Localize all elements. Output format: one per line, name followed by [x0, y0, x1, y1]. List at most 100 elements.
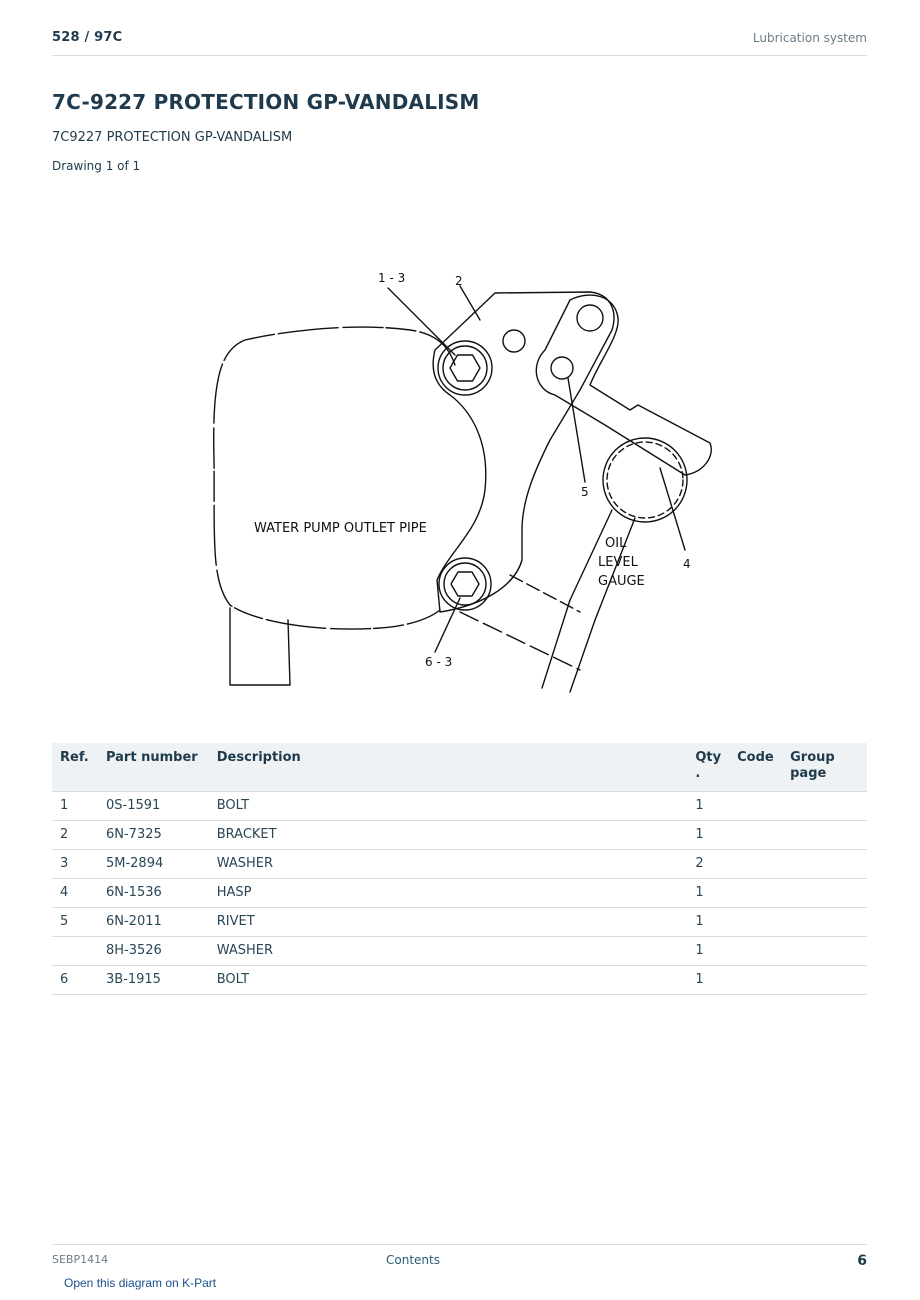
- page-subtitle: 7C9227 PROTECTION GP-VANDALISM: [52, 130, 293, 145]
- cell-description: BOLT: [208, 965, 688, 995]
- cell-group-page: [782, 936, 867, 966]
- cell-description: WASHER: [208, 849, 688, 879]
- cell-group-page: [782, 849, 867, 879]
- cell-part-number: 5M-2894: [97, 849, 209, 879]
- callout-6-label: 6 - 3: [425, 655, 452, 669]
- table-row: 1 0S-1591 BOLT 1: [52, 791, 867, 821]
- hasp-eye: [576, 304, 604, 332]
- hasp-outline: [535, 294, 712, 476]
- cell-ref: 4: [52, 878, 98, 908]
- top-bolt-washer: [442, 345, 488, 391]
- table-row: 2 6N-7325 BRACKET 1: [52, 820, 867, 850]
- cell-description: HASP: [208, 878, 688, 908]
- cell-qty: 1: [687, 907, 730, 937]
- cell-part-number: 0S-1591: [97, 791, 209, 821]
- cell-code: [729, 936, 783, 966]
- contents-link[interactable]: Contents: [386, 1253, 440, 1267]
- table-header-row: Ref. Part number Description Qty . Code …: [52, 743, 867, 792]
- bottom-bolt-washer: [443, 562, 487, 606]
- pipe-label: WATER PUMP OUTLET PIPE: [254, 521, 427, 536]
- callout-2-label: 2: [455, 274, 463, 288]
- callout-5-label: 5: [581, 485, 589, 499]
- mount-line-b: [459, 611, 581, 671]
- cell-qty: 1: [687, 936, 730, 966]
- drawing-count: Drawing 1 of 1: [52, 159, 141, 173]
- table-row: 8H-3526 WASHER 1: [52, 936, 867, 966]
- cell-qty: 2: [687, 849, 730, 879]
- section-name: Lubrication system: [752, 31, 867, 45]
- cell-ref: [52, 936, 98, 966]
- bracket-hole: [502, 329, 526, 353]
- cell-qty: 1: [687, 820, 730, 850]
- bottom-bolt-ring: [438, 557, 492, 611]
- rivet-head: [550, 356, 574, 380]
- document-id: SEBP1414: [52, 1253, 109, 1266]
- gauge-label-1: OIL: [605, 536, 627, 551]
- page-number: 6: [857, 1253, 867, 1269]
- pipe-outline: [213, 326, 456, 630]
- cell-code: [729, 965, 783, 995]
- page-title: 7C-9227 PROTECTION GP-VANDALISM: [52, 90, 480, 114]
- cell-part-number: 8H-3526: [97, 936, 209, 966]
- cell-description: WASHER: [208, 936, 688, 966]
- callout-4-label: 4: [683, 557, 691, 571]
- cell-group-page: [782, 820, 867, 850]
- bracket-outline: [432, 291, 615, 613]
- table-row: 4 6N-1536 HASP 1: [52, 878, 867, 908]
- cell-qty: 1: [687, 878, 730, 908]
- cell-qty: 1: [687, 965, 730, 995]
- pipe-stub: [229, 607, 291, 686]
- cell-part-number: 6N-1536: [97, 878, 209, 908]
- gauge-tube-lower: [541, 599, 596, 693]
- cell-ref: 2: [52, 820, 98, 850]
- kpart-link[interactable]: Open this diagram on K-Part: [64, 1276, 217, 1290]
- page-footer: SEBP1414 Contents 6: [52, 1244, 867, 1274]
- bottom-bolt-hex: [450, 571, 480, 597]
- cell-ref: 6: [52, 965, 98, 995]
- table-row: 5 6N-2011 RIVET 1: [52, 907, 867, 937]
- cell-code: [729, 907, 783, 937]
- cell-ref: 1: [52, 791, 98, 821]
- mount-line-a: [509, 574, 581, 613]
- cell-code: [729, 791, 783, 821]
- cell-group-page: [782, 907, 867, 937]
- diagram-drawing: 1 - 3 2 5 4 6 - 3 WATER PUMP OUTLET PIPE…: [213, 271, 712, 693]
- gauge-cap-inner: [606, 441, 684, 519]
- cell-qty: 1: [687, 791, 730, 821]
- cell-part-number: 6N-7325: [97, 820, 209, 850]
- cell-part-number: 3B-1915: [97, 965, 209, 995]
- gauge-label-2: LEVEL: [598, 555, 639, 570]
- top-bolt-hex: [449, 354, 481, 382]
- gauge-cap-outer: [602, 437, 688, 523]
- cell-code: [729, 849, 783, 879]
- page-header: 528 / 97C Lubrication system: [52, 28, 867, 56]
- gauge-tube: [569, 509, 636, 621]
- header-description: Description: [208, 743, 688, 792]
- cell-description: BRACKET: [208, 820, 688, 850]
- top-bolt-ring: [437, 340, 493, 396]
- header-ref: Ref.: [52, 743, 98, 792]
- cell-description: RIVET: [208, 907, 688, 937]
- cell-part-number: 6N-2011: [97, 907, 209, 937]
- cell-ref: 3: [52, 849, 98, 879]
- model-breadcrumb: 528 / 97C: [52, 30, 123, 45]
- table-row: 6 3B-1915 BOLT 1: [52, 965, 867, 995]
- cell-code: [729, 878, 783, 908]
- cell-group-page: [782, 791, 867, 821]
- cell-code: [729, 820, 783, 850]
- cell-group-page: [782, 965, 867, 995]
- leader-6: [434, 597, 461, 653]
- header-code: Code: [729, 743, 783, 792]
- cell-ref: 5: [52, 907, 98, 937]
- leader-4: [659, 467, 686, 551]
- parts-diagram: 1 - 3 2 5 4 6 - 3 WATER PUMP OUTLET PIPE…: [150, 200, 770, 700]
- header-group-page: Group page: [782, 743, 867, 792]
- cell-group-page: [782, 878, 867, 908]
- parts-table: Ref. Part number Description Qty . Code …: [52, 743, 867, 995]
- gauge-label-3: GAUGE: [598, 574, 645, 589]
- table-row: 3 5M-2894 WASHER 2: [52, 849, 867, 879]
- leader-1: [387, 287, 456, 356]
- leader-5: [567, 377, 586, 483]
- leader-2: [459, 285, 481, 321]
- header-part-number: Part number: [97, 743, 209, 792]
